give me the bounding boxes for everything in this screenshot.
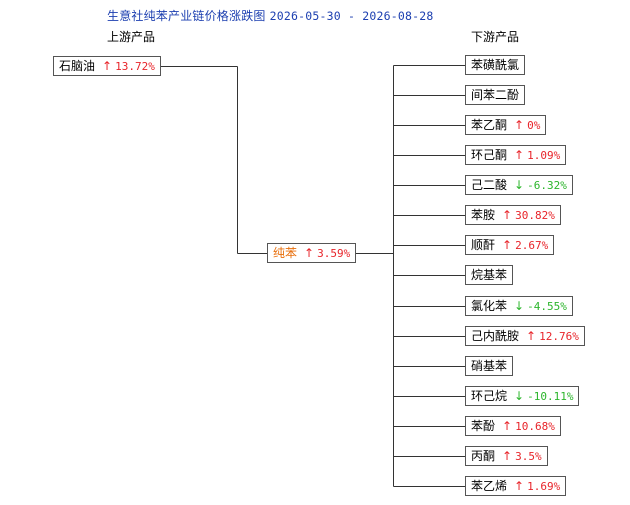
product-name: 烷基苯	[471, 268, 508, 282]
product-name: 石脑油	[59, 59, 96, 73]
downstream-node[interactable]: 烷基苯	[465, 265, 514, 285]
product-name: 环己烷	[471, 389, 508, 403]
change-value: 2.67%	[515, 238, 549, 252]
price-change: ↑12.76%	[526, 327, 579, 346]
product-name: 间苯二酚	[471, 88, 520, 102]
price-change: ↓-6.32%	[514, 176, 567, 195]
product-name: 丙酮	[471, 449, 496, 463]
product-name: 纯苯	[273, 246, 298, 260]
arrow-up-icon: ↑	[514, 478, 525, 493]
price-change: ↑3.59%	[304, 244, 350, 263]
downstream-node[interactable]: 己内酰胺 ↑12.76%	[465, 326, 585, 346]
product-name: 己二酸	[471, 178, 508, 192]
downstream-node[interactable]: 硝基苯	[465, 356, 514, 376]
product-name: 苯酚	[471, 419, 496, 433]
arrow-up-icon: ↑	[514, 117, 525, 132]
arrow-up-icon: ↑	[102, 58, 113, 73]
change-value: -6.32%	[527, 178, 567, 192]
product-name: 氯化苯	[471, 299, 508, 313]
product-name: 苯胺	[471, 208, 496, 222]
arrow-up-icon: ↑	[304, 245, 315, 260]
center-node[interactable]: 纯苯 ↑3.59%	[267, 243, 357, 263]
product-name: 顺酐	[471, 238, 496, 252]
arrow-up-icon: ↑	[526, 328, 537, 343]
price-change: ↑1.09%	[514, 146, 560, 165]
date-range: 2026-05-30 - 2026-08-28	[269, 9, 434, 23]
downstream-node[interactable]: 环己烷 ↓-10.11%	[465, 386, 580, 406]
price-change: ↑13.72%	[102, 57, 155, 76]
price-change: ↑2.67%	[502, 236, 548, 255]
change-value: 13.72%	[115, 59, 155, 73]
arrow-up-icon: ↑	[502, 418, 513, 433]
downstream-heading: 下游产品	[471, 30, 520, 44]
product-name: 苯磺酰氯	[471, 58, 520, 72]
product-name: 硝基苯	[471, 359, 508, 373]
change-value: 3.59%	[317, 246, 351, 260]
product-name: 苯乙烯	[471, 479, 508, 493]
downstream-node[interactable]: 氯化苯 ↓-4.55%	[465, 296, 573, 316]
arrow-down-icon: ↓	[514, 177, 525, 192]
price-change: ↑1.69%	[514, 477, 560, 496]
downstream-node[interactable]: 苯磺酰氯	[465, 55, 526, 75]
upstream-heading: 上游产品	[107, 30, 156, 44]
downstream-node[interactable]: 环己酮 ↑1.09%	[465, 145, 567, 165]
price-change: ↑3.5%	[502, 447, 542, 466]
downstream-node[interactable]: 苯胺 ↑30.82%	[465, 205, 561, 225]
chart-title: 生意社纯苯产业链价格涨跌图	[107, 9, 266, 23]
downstream-node[interactable]: 苯乙烯 ↑1.69%	[465, 476, 567, 496]
downstream-node[interactable]: 苯酚 ↑10.68%	[465, 416, 561, 436]
change-value: 12.76%	[539, 329, 579, 343]
downstream-node[interactable]: 己二酸 ↓-6.32%	[465, 175, 573, 195]
arrow-up-icon: ↑	[502, 448, 513, 463]
change-value: 30.82%	[515, 208, 555, 222]
downstream-node[interactable]: 苯乙酮 ↑0%	[465, 115, 547, 135]
downstream-node[interactable]: 顺酐 ↑2.67%	[465, 235, 555, 255]
arrow-down-icon: ↓	[514, 298, 525, 313]
arrow-down-icon: ↓	[514, 388, 525, 403]
price-change: ↑10.68%	[502, 417, 555, 436]
change-value: -4.55%	[527, 299, 567, 313]
price-change: ↓-4.55%	[514, 297, 567, 316]
product-name: 苯乙酮	[471, 118, 508, 132]
arrow-up-icon: ↑	[502, 237, 513, 252]
arrow-up-icon: ↑	[502, 207, 513, 222]
change-value: 0%	[527, 118, 541, 132]
upstream-node[interactable]: 石脑油 ↑13.72%	[53, 56, 161, 76]
change-value: 10.68%	[515, 419, 555, 433]
change-value: 1.09%	[527, 148, 561, 162]
product-name: 环己酮	[471, 148, 508, 162]
change-value: -10.11%	[527, 389, 574, 403]
change-value: 3.5%	[515, 449, 542, 463]
price-change: ↓-10.11%	[514, 387, 573, 406]
page-title: 生意社纯苯产业链价格涨跌图 2026-05-30 - 2026-08-28	[107, 7, 433, 24]
change-value: 1.69%	[527, 479, 561, 493]
downstream-node[interactable]: 间苯二酚	[465, 85, 526, 105]
product-name: 己内酰胺	[471, 329, 520, 343]
price-change: ↑30.82%	[502, 206, 555, 225]
price-change: ↑0%	[514, 116, 540, 135]
arrow-up-icon: ↑	[514, 147, 525, 162]
downstream-node[interactable]: 丙酮 ↑3.5%	[465, 446, 548, 466]
